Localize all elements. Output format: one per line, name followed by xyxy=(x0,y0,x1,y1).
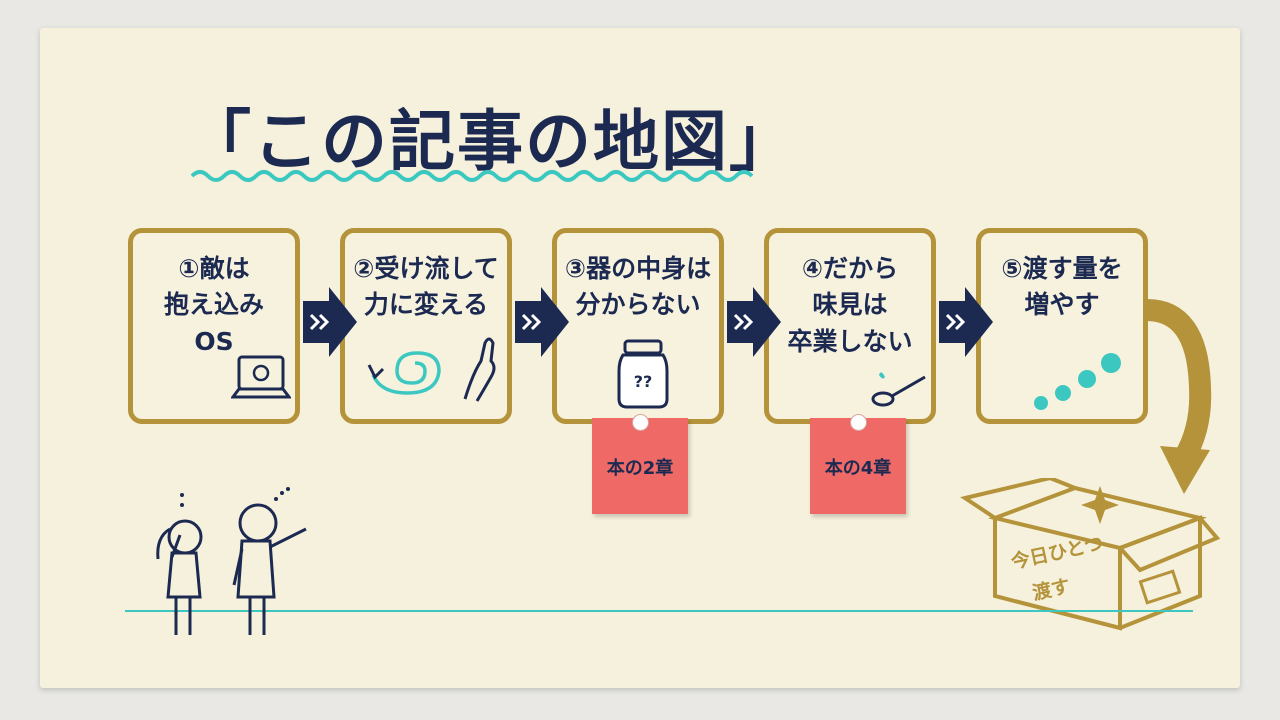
jar-icon: ?? xyxy=(617,339,669,409)
arrow-icon xyxy=(727,287,781,357)
arrow-icon xyxy=(303,287,357,357)
spiral-icon xyxy=(367,351,441,395)
svg-text:??: ?? xyxy=(634,372,653,391)
laptop-icon xyxy=(231,355,291,399)
step-4-card: ④だから 味見は 卒業しない xyxy=(764,228,936,424)
people-icon xyxy=(156,487,307,635)
step-1-text: ①敵は 抱え込み OS xyxy=(163,254,264,356)
sticky-note-chapter-4: 本の4章 xyxy=(810,414,906,514)
step-1-card: ①敵は 抱え込み OS xyxy=(128,228,300,424)
pointing-hand-icon xyxy=(463,337,496,402)
ground-line xyxy=(125,610,1193,612)
arrow-icon xyxy=(939,287,993,357)
sticky-note-label: 本の2章 xyxy=(606,458,674,479)
page-title: 「この記事の地図」 xyxy=(185,103,797,180)
step-3-card: ③器の中身は 分からない ?? xyxy=(552,228,724,424)
curved-arrow-icon xyxy=(1143,299,1212,494)
step-2-card: ②受け流して 力に変える xyxy=(340,228,512,424)
step-4-text: ④だから 味見は 卒業しない xyxy=(787,254,913,356)
sticky-note-chapter-2: 本の2章 xyxy=(592,414,688,514)
step-5-card: ⑤渡す量を 増やす xyxy=(976,228,1148,424)
step-2-text: ②受け流して 力に変える xyxy=(353,254,499,320)
spoon-icon xyxy=(871,372,926,407)
dots-icon xyxy=(1034,353,1121,410)
pin-icon xyxy=(850,414,867,431)
title-underline xyxy=(190,170,754,182)
step-5-text: ⑤渡す量を 増やす xyxy=(1001,254,1123,320)
arrow-icon xyxy=(515,287,569,357)
step-3-text: ③器の中身は 分からない xyxy=(564,254,712,320)
sticky-note-label: 本の4章 xyxy=(824,458,892,479)
pin-icon xyxy=(632,414,649,431)
